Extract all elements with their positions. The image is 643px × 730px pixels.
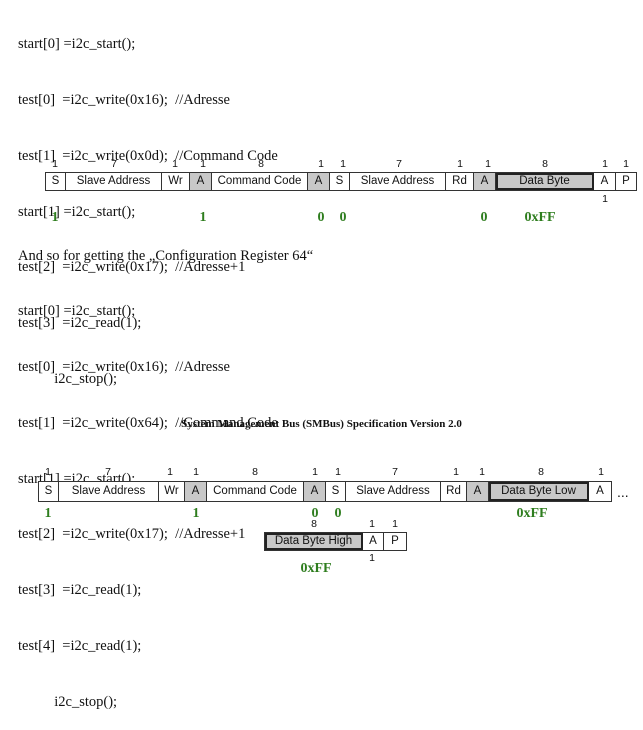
code-line: test[3] =i2c_read(1); (18, 315, 142, 332)
frame-field-command-code: Command Code (207, 482, 304, 501)
code-line: test[2] =i2c_write(0x17); //Adresse+1 (18, 259, 246, 276)
frame-field-data-byte-high: Data Byte High (265, 533, 363, 550)
code-block-1: start[0] =i2c_start(); test[0] =i2c_writ… (18, 0, 278, 407)
bit-count: 1 (172, 158, 178, 170)
code-line: test[1] =i2c_write(0x0d); //Command Code (18, 147, 278, 164)
reference-title: System Management Bus (SMBus) Specificat… (181, 418, 462, 430)
code-line: i2c_stop(); (18, 693, 118, 710)
frame-field-slave-address: Slave Address (66, 173, 162, 190)
annotation-value: 0 (311, 506, 319, 521)
bit-count: 1 (340, 158, 346, 170)
annotation-value: 0xFF (524, 210, 556, 225)
annotation-value: 0 (480, 210, 488, 225)
bit-count: 1 (485, 158, 491, 170)
frame-field-slave-address: Slave Address (59, 482, 159, 501)
frame-field-start: S (330, 173, 350, 190)
bit-count: 8 (258, 158, 264, 170)
frame-field-command-code: Command Code (212, 173, 308, 190)
bit-count: 1 (45, 466, 51, 478)
frame-field-wr: Wr (162, 173, 190, 190)
code-line: start[1] =i2c_start(); (18, 203, 136, 220)
frame-field-data-byte-low: Data Byte Low (489, 482, 589, 501)
bit-count: 1 (167, 466, 173, 478)
diagram-1-frame: S Slave Address Wr A Command Code A S Sl… (45, 172, 637, 191)
annotation-value: 0 (339, 210, 347, 225)
frame-field-ack: A (185, 482, 207, 501)
bit-count: 1 (623, 158, 629, 170)
frame-field-ack: A (467, 482, 489, 501)
annotation-value: 0xFF (516, 506, 548, 521)
bit-count: 8 (538, 466, 544, 478)
code-line: i2c_stop(); (18, 370, 118, 387)
frame-field-start: S (39, 482, 59, 501)
bit-count: 8 (252, 466, 258, 478)
frame-field-ack: A (190, 173, 212, 190)
bit-count: 1 (457, 158, 463, 170)
annotation-value: 0 (317, 210, 325, 225)
bit-count: 1 (369, 552, 375, 564)
annotation-value: 1 (44, 506, 52, 521)
bit-count: 1 (318, 158, 324, 170)
bit-count: 7 (111, 158, 117, 170)
code-line: test[0] =i2c_write(0x16); //Adresse (18, 91, 230, 108)
bit-count: 1 (392, 518, 398, 530)
bit-count: 1 (598, 466, 604, 478)
frame-field-slave-address: Slave Address (350, 173, 446, 190)
annotation-value: 0 (334, 506, 342, 521)
annotation-value: 1 (51, 210, 59, 225)
frame-field-stop: P (384, 533, 406, 550)
frame-field-start: S (46, 173, 66, 190)
code-line: test[1] =i2c_write(0x64); //Command Code (18, 414, 278, 431)
frame-field-start: S (326, 482, 346, 501)
frame-field-data-byte: Data Byte (496, 173, 594, 190)
bit-count: 7 (105, 466, 111, 478)
bit-count: 8 (311, 518, 317, 530)
bit-count: 7 (396, 158, 402, 170)
bit-count: 1 (193, 466, 199, 478)
bit-count: 1 (602, 158, 608, 170)
frame-field-ack: A (474, 173, 496, 190)
frame-field-rd: Rd (441, 482, 467, 501)
bit-count: 8 (542, 158, 548, 170)
diagram-2-continuation-frame: Data Byte High A P (264, 532, 407, 551)
bit-count: 1 (602, 193, 608, 205)
bit-count: 1 (369, 518, 375, 530)
frame-field-ack: A (363, 533, 384, 550)
frame-field-ack: A (594, 173, 616, 190)
annotation-value: 0xFF (300, 561, 332, 576)
bit-count: 1 (479, 466, 485, 478)
frame-field-rd: Rd (446, 173, 474, 190)
bit-count: 7 (392, 466, 398, 478)
intro-paragraph: And so for getting the „Configuration Re… (18, 248, 314, 264)
bit-count: 1 (52, 158, 58, 170)
bit-count: 1 (312, 466, 318, 478)
frame-field-wr: Wr (159, 482, 185, 501)
bit-count: 1 (453, 466, 459, 478)
code-line: test[2] =i2c_write(0x17); //Adresse+1 (18, 526, 246, 543)
code-line: test[3] =i2c_read(1); (18, 582, 142, 599)
code-line: start[0] =i2c_start(); (18, 36, 136, 53)
frame-field-stop: P (616, 173, 636, 190)
bit-count: 1 (200, 158, 206, 170)
frame-field-ack: A (308, 173, 330, 190)
bit-count: 1 (335, 466, 341, 478)
frame-continues-ellipsis: ... (617, 484, 629, 500)
code-line: test[0] =i2c_write(0x16); //Adresse (18, 358, 230, 375)
diagram-2-frame: S Slave Address Wr A Command Code A S Sl… (38, 481, 612, 502)
annotation-value: 1 (192, 506, 200, 521)
code-line: start[0] =i2c_start(); (18, 303, 136, 320)
annotation-value: 1 (199, 210, 207, 225)
frame-field-ack: A (589, 482, 611, 501)
code-line: test[4] =i2c_read(1); (18, 637, 142, 654)
frame-field-slave-address: Slave Address (346, 482, 441, 501)
frame-field-ack: A (304, 482, 326, 501)
